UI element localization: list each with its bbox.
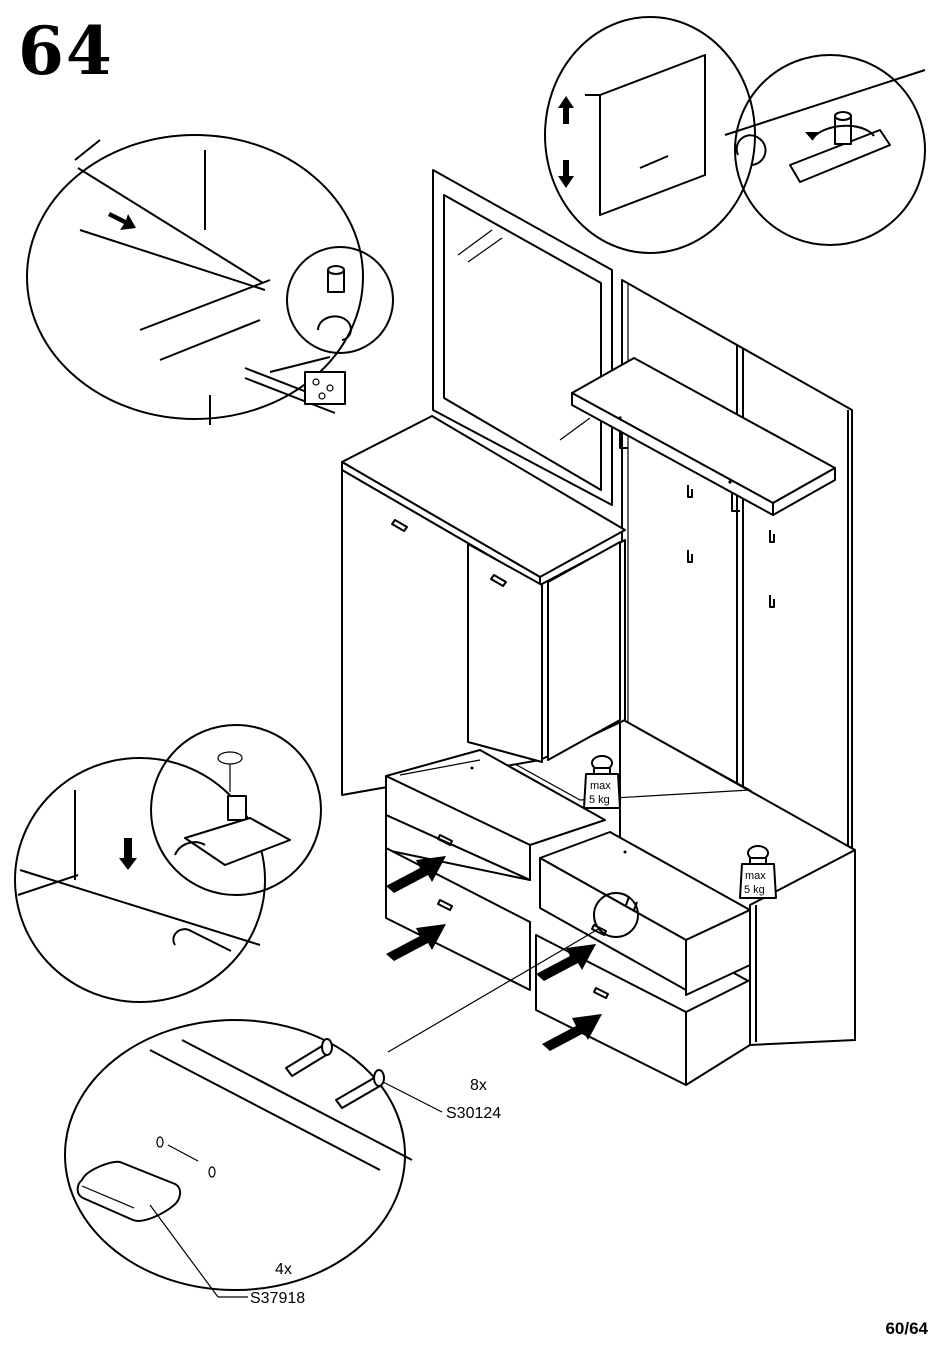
detail-height-adjust <box>545 17 755 253</box>
detail-drawer-bracket <box>15 758 265 1002</box>
screw-part <box>286 1039 332 1076</box>
weight-label-line1: max <box>590 780 611 792</box>
detail-bracket-zoom <box>151 725 321 895</box>
screw-quantity: 8x <box>470 1077 487 1094</box>
detail-handle-screws <box>65 1020 412 1290</box>
weight-label-line2: 5 kg <box>589 794 610 806</box>
screw-code: S30124 <box>446 1105 501 1122</box>
weight-label-line2: 5 kg <box>744 884 765 896</box>
handle-part <box>78 1162 180 1221</box>
handle-code: S37918 <box>250 1290 305 1307</box>
screw-part <box>336 1070 384 1108</box>
detail-clip-zoom <box>287 247 393 353</box>
handle-quantity: 4x <box>275 1261 292 1278</box>
weight-label-line1: max <box>745 870 766 882</box>
detail-drawer-runner <box>27 135 363 425</box>
leader-line <box>383 1082 442 1112</box>
weight-icon: max 5 kg <box>584 756 620 808</box>
